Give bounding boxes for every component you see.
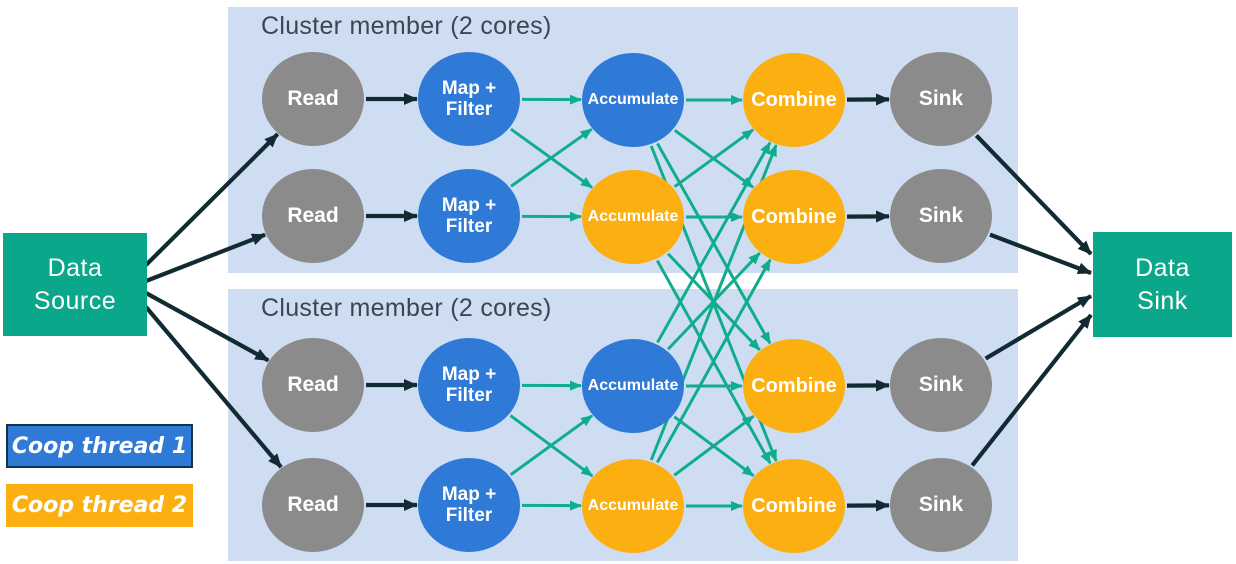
node-com1: Combine bbox=[743, 53, 845, 147]
data-sink-label-line2: Sink bbox=[1137, 286, 1188, 315]
node-acc2: Accumulate bbox=[582, 170, 684, 264]
node-mf1: Map + Filter bbox=[418, 52, 520, 146]
node-com2: Combine bbox=[743, 170, 845, 264]
legend-coop-thread-1-label: Coop thread 1 bbox=[11, 433, 188, 459]
node-sink4: Sink bbox=[890, 458, 992, 552]
node-read3: Read bbox=[262, 338, 364, 432]
data-source-label-line2: Source bbox=[33, 286, 117, 315]
node-mf4: Map + Filter bbox=[418, 458, 520, 552]
cluster-1-title: Cluster member (2 cores) bbox=[261, 12, 552, 40]
node-sink3: Sink bbox=[890, 338, 992, 432]
node-sink1: Sink bbox=[890, 52, 992, 146]
legend-coop-thread-2: Coop thread 2 bbox=[6, 484, 193, 527]
node-sink2: Sink bbox=[890, 169, 992, 263]
legend-coop-thread-2-label: Coop thread 2 bbox=[11, 493, 188, 518]
data-source-label-line1: Data bbox=[47, 253, 103, 282]
node-acc1: Accumulate bbox=[582, 53, 684, 147]
node-acc3: Accumulate bbox=[582, 339, 684, 433]
node-com3: Combine bbox=[743, 339, 845, 433]
data-sink-box: Data Sink bbox=[1093, 232, 1232, 337]
cluster-2-title: Cluster member (2 cores) bbox=[261, 294, 552, 322]
node-com4: Combine bbox=[743, 459, 845, 553]
node-acc4: Accumulate bbox=[582, 459, 684, 553]
node-read1: Read bbox=[262, 52, 364, 146]
node-read4: Read bbox=[262, 458, 364, 552]
data-sink-label-line1: Data bbox=[1135, 253, 1190, 282]
node-read2: Read bbox=[262, 169, 364, 263]
legend-coop-thread-1: Coop thread 1 bbox=[6, 424, 193, 468]
data-source-box: Data Source bbox=[3, 233, 147, 336]
node-mf3: Map + Filter bbox=[418, 338, 520, 432]
node-mf2: Map + Filter bbox=[418, 169, 520, 263]
